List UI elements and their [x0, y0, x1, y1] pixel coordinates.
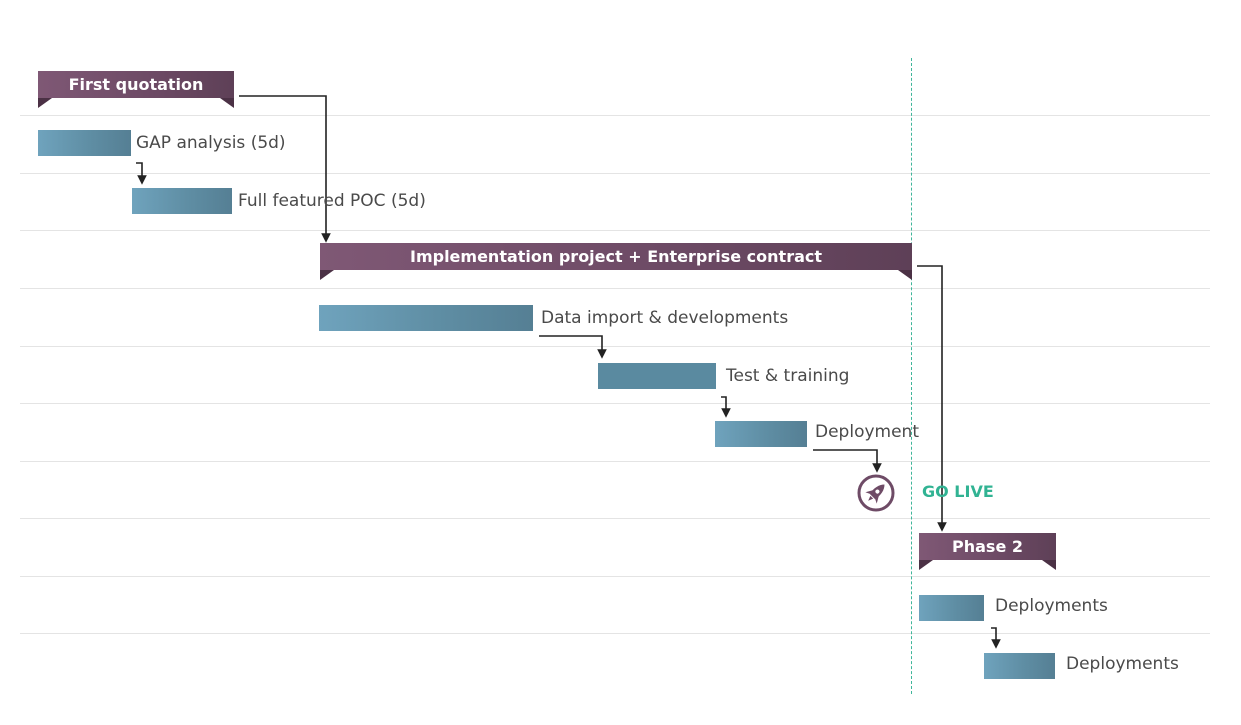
phase-implementation[interactable]: Implementation project + Enterprise cont… — [320, 243, 912, 280]
connector-test-to-deployment — [721, 396, 731, 418]
task-label-deployments-1: Deployments — [995, 596, 1108, 616]
row-divider — [20, 230, 1210, 231]
row-divider — [20, 403, 1210, 404]
connector-data-import-to-test — [539, 335, 607, 359]
phase-phase2[interactable]: Phase 2 — [919, 533, 1056, 570]
phase-label: First quotation — [68, 75, 204, 94]
task-bar-deployment[interactable] — [715, 421, 807, 447]
phase-label: Phase 2 — [952, 537, 1023, 556]
ribbon-fold — [1042, 560, 1056, 570]
connector-first-quotation-to-implementation — [239, 95, 331, 243]
row-divider — [20, 173, 1210, 174]
task-bar-gap-analysis[interactable] — [38, 130, 131, 156]
ribbon-fold — [38, 98, 52, 108]
task-bar-deployments-1[interactable] — [919, 595, 984, 621]
ribbon-fold — [320, 270, 334, 280]
row-divider — [20, 288, 1210, 289]
task-label-deployment: Deployment — [815, 422, 919, 442]
row-divider — [20, 633, 1210, 634]
row-divider — [20, 518, 1210, 519]
task-bar-test-training[interactable] — [598, 363, 716, 389]
connector-implementation-to-phase2 — [917, 265, 947, 532]
task-label-data-import: Data import & developments — [541, 308, 789, 328]
ribbon-fold — [919, 560, 933, 570]
rocket-icon — [857, 474, 895, 512]
connector-deployment-to-go-live — [813, 449, 882, 473]
ribbon-fold — [898, 270, 912, 280]
row-divider — [20, 346, 1210, 347]
go-live-marker-line — [911, 58, 912, 694]
phase-first-quotation[interactable]: First quotation — [38, 71, 234, 108]
phase-label: Implementation project + Enterprise cont… — [409, 247, 823, 266]
task-bar-full-poc[interactable] — [132, 188, 232, 214]
connector-gap-to-poc — [136, 162, 147, 185]
go-live-label: GO LIVE — [922, 482, 994, 501]
ribbon-fold — [220, 98, 234, 108]
task-label-full-poc: Full featured POC (5d) — [238, 191, 426, 211]
row-divider — [20, 576, 1210, 577]
task-bar-data-import[interactable] — [319, 305, 533, 331]
task-label-gap-analysis: GAP analysis (5d) — [136, 133, 286, 153]
task-bar-deployments-2[interactable] — [984, 653, 1055, 679]
task-label-deployments-2: Deployments — [1066, 654, 1179, 674]
row-divider — [20, 115, 1210, 116]
connector-deployments-to-deployments — [991, 627, 1001, 649]
task-label-test-training: Test & training — [726, 366, 850, 386]
row-divider — [20, 461, 1210, 462]
